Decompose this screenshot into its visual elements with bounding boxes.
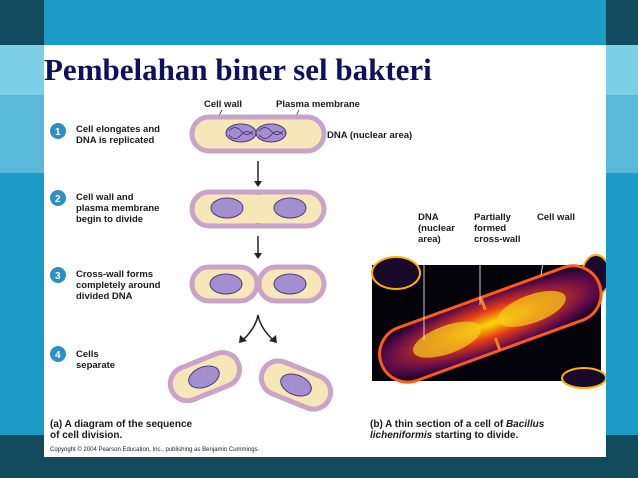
caption-b-line2: licheniformis starting to divide. bbox=[370, 430, 519, 441]
caption-b-prefix: (b) A thin section of a cell of bbox=[370, 419, 506, 430]
arrow-head-2 bbox=[254, 253, 262, 259]
copyright-text: Copyright © 2004 Pearson Education, Inc.… bbox=[50, 446, 260, 453]
cell-stage-2 bbox=[189, 189, 327, 229]
step-number: 2 bbox=[55, 194, 61, 205]
step-2: 2 Cell wall and plasma membrane begin to… bbox=[50, 190, 159, 225]
step-number: 4 bbox=[55, 350, 61, 361]
micro-label-dna-2: (nuclear bbox=[418, 223, 455, 234]
caption-a-line2: of cell division. bbox=[50, 430, 122, 441]
step-1: 1 Cell elongates and DNA is replicated bbox=[50, 123, 160, 146]
micro-label-dna-1: DNA bbox=[418, 212, 439, 223]
label-plasma-membrane-top: Plasma membrane bbox=[276, 99, 360, 110]
micro-label-partial-3: cross-wall bbox=[474, 234, 520, 245]
caption-b-italic1: Bacillus bbox=[506, 419, 545, 430]
step-text-line2: plasma membrane bbox=[76, 203, 159, 214]
step-text-line2: DNA is replicated bbox=[76, 135, 155, 146]
step-number: 3 bbox=[55, 271, 61, 282]
step-3: 3 Cross-wall forms completely around div… bbox=[50, 267, 161, 302]
step-number: 1 bbox=[55, 127, 61, 138]
figure-panel: Cell wall Plasma membrane DNA (nuclear a… bbox=[44, 95, 606, 457]
top-accent-band bbox=[44, 0, 606, 18]
step-number-badge bbox=[50, 190, 66, 206]
binary-fission-figure: Cell wall Plasma membrane DNA (nuclear a… bbox=[50, 99, 606, 453]
cell-stage-1 bbox=[189, 114, 327, 154]
right-mid-block bbox=[606, 173, 638, 435]
arrow-left bbox=[243, 314, 259, 340]
daughter-cell-left bbox=[167, 350, 243, 404]
micro-label-partial-2: formed bbox=[474, 223, 506, 234]
arrow-right bbox=[257, 314, 273, 340]
step-text-line1: Cells bbox=[76, 349, 99, 360]
micrograph bbox=[371, 224, 606, 389]
step-text-line1: Cross-wall forms bbox=[76, 269, 153, 280]
left-bottom-block bbox=[0, 435, 44, 478]
arrow-head-left bbox=[239, 335, 247, 343]
step-text-line3: begin to divide bbox=[76, 214, 143, 225]
label-cell-wall-top: Cell wall bbox=[204, 99, 242, 110]
caption-b-rest: starting to divide. bbox=[432, 430, 518, 441]
caption-a-line1: (a) A diagram of the sequence bbox=[50, 419, 193, 430]
right-bottom-block bbox=[606, 435, 638, 478]
micro-label-partial-1: Partially bbox=[474, 212, 512, 223]
arrow-head-1 bbox=[254, 181, 262, 187]
top-accent-band-2 bbox=[44, 18, 606, 45]
micro-label-dna-3: area) bbox=[418, 234, 441, 245]
slide-title: Pembelahan biner sel bakteri bbox=[44, 52, 432, 87]
caption-b-italic2: licheniformis bbox=[370, 430, 433, 441]
step-number-badge bbox=[50, 267, 66, 283]
cell-stage-3 bbox=[189, 264, 327, 304]
bottom-dark-band bbox=[44, 457, 606, 478]
micro-label-cell-wall: Cell wall bbox=[537, 212, 575, 223]
step-text-line1: Cell elongates and bbox=[76, 124, 160, 135]
right-light-block bbox=[606, 95, 638, 173]
step-4: 4 Cells separate bbox=[50, 346, 115, 371]
title-band bbox=[44, 45, 606, 95]
leader-micro-cell-wall bbox=[540, 224, 550, 276]
arrow-head-right bbox=[269, 335, 277, 343]
caption-b-line1: (b) A thin section of a cell of Bacillus bbox=[370, 419, 545, 430]
step-number-badge bbox=[50, 346, 66, 362]
step-text-line2: separate bbox=[76, 360, 115, 371]
daughter-cell-right bbox=[258, 358, 334, 412]
left-mid-block bbox=[0, 173, 44, 435]
step-text-line3: divided DNA bbox=[76, 291, 133, 302]
left-light-block bbox=[0, 95, 44, 173]
step-text-line2: completely around bbox=[76, 280, 161, 291]
step-text-line1: Cell wall and bbox=[76, 192, 134, 203]
label-dna-nuclear-area: DNA (nuclear area) bbox=[327, 130, 412, 141]
step-number-badge bbox=[50, 123, 66, 139]
